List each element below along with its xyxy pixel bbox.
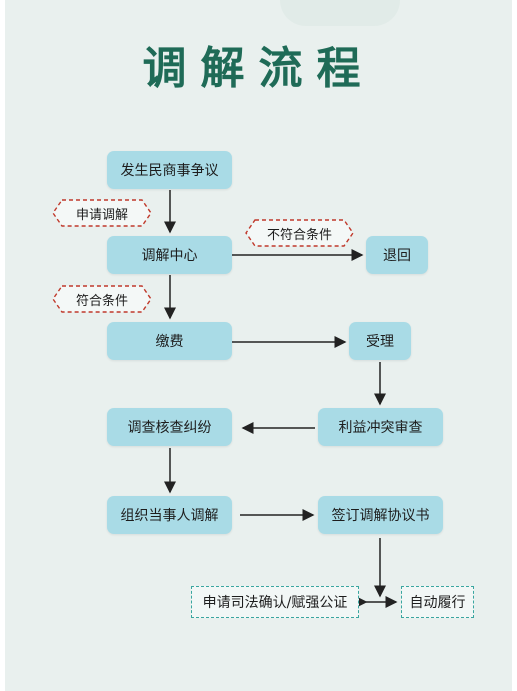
node-fee: 缴费 [107, 322, 232, 360]
node-conflict: 利益冲突审查 [318, 408, 443, 446]
hexagon-shape [52, 199, 152, 227]
decorative-shape [280, 0, 400, 26]
node-organize: 组织当事人调解 [107, 496, 232, 534]
node-auto: 自动履行 [401, 586, 474, 618]
background-panel [5, 0, 512, 691]
node-withdraw: 退回 [366, 236, 428, 274]
label-qualified-text: 符合条件 [75, 293, 128, 309]
label-apply-text: 申请调解 [75, 207, 128, 223]
node-center: 调解中心 [107, 236, 232, 274]
label-not-qualified: 不符合条件 [245, 219, 354, 247]
node-verify: 调查核查纠纷 [107, 408, 232, 446]
page-title: 调解流程 [142, 43, 375, 94]
node-accept: 受理 [349, 322, 411, 360]
hexagon-shape [52, 285, 152, 313]
label-apply: 申请调解 [52, 199, 152, 227]
label-not-qualified-text: 不符合条件 [266, 227, 332, 243]
node-judicial: 申请司法确认/赋强公证 [191, 586, 359, 618]
hexagon-shape [245, 219, 354, 247]
node-sign: 签订调解协议书 [318, 496, 443, 534]
label-qualified: 符合条件 [52, 285, 152, 313]
node-dispute: 发生民商事争议 [107, 151, 232, 189]
